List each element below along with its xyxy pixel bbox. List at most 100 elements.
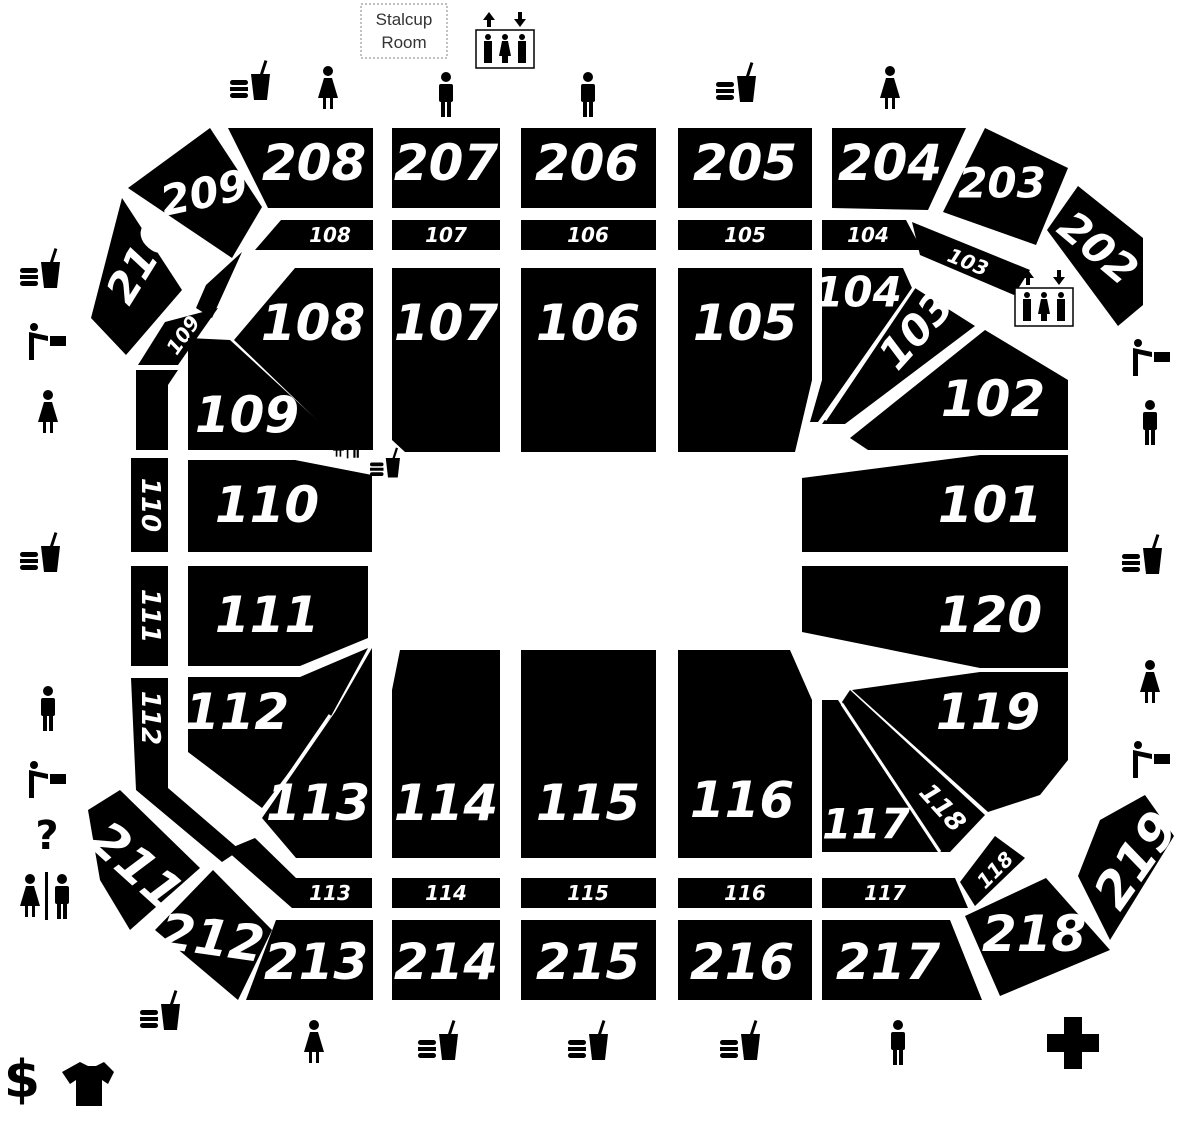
section-207[interactable]: 207: [392, 128, 500, 208]
section-111[interactable]: 111: [188, 566, 368, 666]
stalcup-room[interactable]: Stalcup Room: [360, 3, 448, 59]
section-102[interactable]: 102: [850, 330, 1068, 450]
drinking-fountain-icon: [1133, 741, 1170, 778]
section-106-upper[interactable]: 106: [521, 220, 656, 250]
svg-text:107: 107: [394, 294, 499, 352]
womens-restroom-icon: [38, 390, 58, 433]
section-213[interactable]: 213: [246, 920, 373, 1000]
svg-text:216: 216: [690, 933, 794, 991]
concessions-icon: [140, 990, 180, 1030]
svg-text:112: 112: [135, 691, 165, 745]
section-206[interactable]: 206: [521, 128, 656, 208]
svg-text:206: 206: [535, 134, 639, 192]
mens-restroom-icon: [1143, 400, 1157, 445]
stalcup-room-label-line1: Stalcup: [376, 10, 433, 29]
section-214[interactable]: 214: [392, 920, 500, 1000]
section-112[interactable]: 112: [185, 648, 368, 808]
svg-text:119: 119: [936, 683, 1040, 741]
svg-text:207: 207: [394, 134, 499, 192]
section-divider: [256, 714, 332, 821]
section-divider: [823, 285, 917, 421]
concessions-icon: [568, 1020, 608, 1060]
svg-text:205: 205: [693, 134, 797, 192]
merchandise-icon: [62, 1062, 114, 1106]
womens-restroom-icon: [1140, 660, 1160, 703]
section-109[interactable]: 109: [188, 338, 350, 450]
section-110-upper[interactable]: 110: [131, 458, 168, 552]
svg-text:109: 109: [195, 386, 299, 444]
svg-text:112: 112: [185, 683, 289, 741]
svg-text:104: 104: [847, 223, 889, 247]
svg-text:111: 111: [135, 589, 165, 643]
svg-text:116: 116: [690, 771, 794, 829]
section-216[interactable]: 216: [678, 920, 812, 1000]
section-105-upper[interactable]: 105: [678, 220, 812, 250]
concessions-icon: [418, 1020, 458, 1060]
mens-restroom-icon: [581, 72, 595, 117]
section-117[interactable]: 117: [822, 700, 938, 852]
section-215[interactable]: 215: [521, 920, 656, 1000]
section-109-walkway-left[interactable]: [136, 370, 178, 450]
svg-text:108: 108: [309, 223, 351, 247]
svg-text:115: 115: [536, 774, 640, 832]
svg-text:217: 217: [836, 933, 941, 991]
section-105[interactable]: 105: [678, 268, 812, 452]
section-108[interactable]: 108: [234, 268, 373, 450]
section-107-upper[interactable]: 107: [392, 220, 500, 250]
section-112-upper[interactable]: 112: [131, 678, 240, 862]
section-115-lower[interactable]: 115: [521, 878, 656, 908]
section-205[interactable]: 205: [678, 128, 812, 208]
section-114-lower[interactable]: 114: [392, 878, 500, 908]
concessions-icon: [716, 62, 756, 102]
section-203[interactable]: 203: [943, 128, 1068, 245]
womens-restroom-icon: [304, 1020, 324, 1063]
section-104[interactable]: 104: [810, 268, 912, 423]
first-aid-icon: [1047, 1017, 1099, 1069]
svg-text:113: 113: [309, 881, 351, 905]
section-117-lower[interactable]: 117: [822, 878, 968, 908]
concessions-icon: [20, 532, 60, 572]
womens-restroom-icon: [318, 66, 338, 109]
section-106[interactable]: 106: [521, 268, 656, 452]
section-219[interactable]: 219: [1078, 795, 1190, 940]
section-212[interactable]: 212: [155, 870, 272, 1000]
section-116-lower[interactable]: 116: [678, 878, 812, 908]
svg-text:104: 104: [814, 268, 902, 317]
section-101[interactable]: 101: [802, 455, 1068, 552]
section-116[interactable]: 116: [678, 650, 812, 858]
section-107[interactable]: 107: [392, 268, 500, 452]
section-111-upper[interactable]: 111: [131, 566, 168, 666]
section-115[interactable]: 115: [521, 650, 656, 858]
mens-restroom-icon: [891, 1020, 905, 1065]
concessions-icon: [230, 60, 270, 100]
section-110[interactable]: 110: [188, 460, 372, 552]
svg-text:107: 107: [425, 223, 467, 247]
svg-text:116: 116: [724, 881, 766, 905]
section-208[interactable]: 208: [228, 128, 373, 208]
svg-text:113: 113: [266, 774, 370, 832]
svg-text:213: 213: [264, 933, 368, 991]
svg-text:215: 215: [536, 933, 640, 991]
svg-text:117: 117: [864, 881, 906, 905]
section-217[interactable]: 217: [822, 920, 982, 1000]
svg-text:120: 120: [938, 586, 1042, 644]
section-218[interactable]: 218: [965, 878, 1110, 996]
svg-text:208: 208: [262, 134, 366, 192]
section-120[interactable]: 120: [802, 566, 1068, 668]
svg-text:212: 212: [156, 902, 267, 974]
svg-text:106: 106: [567, 223, 609, 247]
svg-text:105: 105: [693, 294, 797, 352]
section-119[interactable]: 119: [852, 672, 1068, 812]
family-restroom-icon: [20, 872, 69, 920]
svg-text:102: 102: [941, 370, 1045, 428]
svg-text:101: 101: [938, 476, 1042, 534]
svg-text:114: 114: [425, 881, 467, 905]
section-114[interactable]: 114: [392, 650, 500, 858]
section-104-upper[interactable]: 104: [822, 220, 922, 250]
section-204[interactable]: 204: [832, 128, 966, 210]
section-209[interactable]: 209: [128, 128, 262, 258]
stalcup-room-label-line2: Room: [381, 33, 426, 52]
section-113-lower[interactable]: 113: [226, 838, 372, 908]
section-108-upper[interactable]: 108: [255, 220, 373, 250]
